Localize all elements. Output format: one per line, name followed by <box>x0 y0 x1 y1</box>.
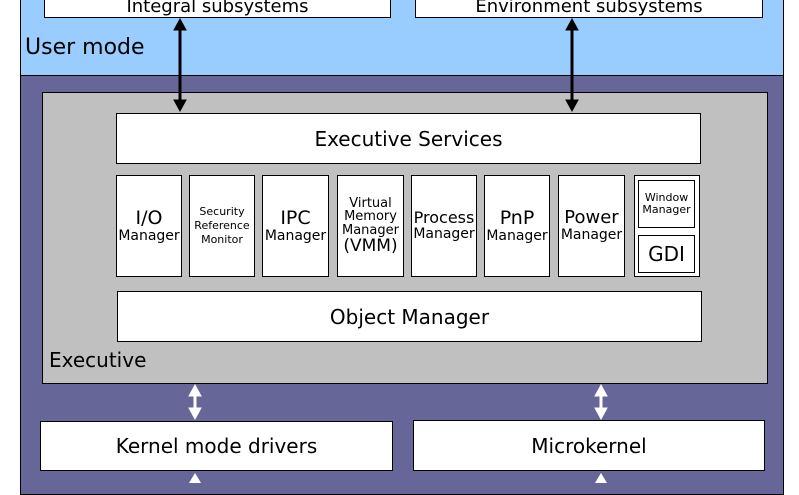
executive-services-box: Executive Services <box>116 113 701 164</box>
ipc-manager-title: IPC <box>280 206 311 229</box>
arrow-microkernel-down <box>595 473 607 483</box>
connector-arrows <box>173 17 608 483</box>
arrow-drivers-down <box>189 473 201 483</box>
arrow-integral-to-services <box>173 17 187 113</box>
integral-subsystems-label: Integral subsystems <box>126 0 309 17</box>
microkernel-box: Microkernel <box>413 420 765 471</box>
vmm-line2: Memory <box>344 209 397 225</box>
security-line2: Reference <box>194 219 250 233</box>
security-line3: Monitor <box>201 232 243 246</box>
security-reference-monitor-box: Security Reference Monitor <box>189 175 255 277</box>
power-manager-box: Power Manager <box>558 175 625 277</box>
arrow-executive-to-microkernel <box>594 383 608 421</box>
window-manager-box: Window Manager <box>638 180 695 228</box>
microkernel-label: Microkernel <box>531 433 647 458</box>
process-manager-subtitle: Manager <box>413 226 475 243</box>
executive-services-label: Executive Services <box>314 126 503 151</box>
integral-subsystems-box: Integral subsystems <box>44 0 391 18</box>
ipc-manager-box: IPC Manager <box>262 175 329 277</box>
gdi-label: GDI <box>648 242 685 266</box>
object-manager-box: Object Manager <box>117 291 702 342</box>
window-manager-line1: Window <box>644 191 689 205</box>
arrow-executive-to-drivers <box>188 383 202 421</box>
environment-subsystems-label: Environment subsystems <box>475 0 703 17</box>
io-manager-box: I/O Manager <box>116 175 182 277</box>
pnp-manager-box: PnP Manager <box>484 175 550 277</box>
security-line1: Security <box>199 205 245 219</box>
pnp-manager-title: PnP <box>499 206 535 229</box>
power-manager-subtitle: Manager <box>560 227 623 244</box>
vmm-line1: Virtual <box>349 195 392 211</box>
object-manager-label: Object Manager <box>329 304 490 329</box>
vmm-box: Virtual Memory Manager (VMM) <box>337 175 404 277</box>
vmm-line4: (VMM) <box>343 235 398 256</box>
environment-subsystems-box: Environment subsystems <box>415 0 763 18</box>
vmm-line3: Manager <box>342 222 399 238</box>
executive-label: Executive <box>49 348 147 372</box>
io-manager-title: I/O <box>135 206 163 229</box>
window-manager-line2: Manager <box>642 203 691 216</box>
user-mode-label: User mode <box>25 35 145 60</box>
process-manager-box: Process Manager <box>411 175 477 277</box>
kernel-mode-drivers-box: Kernel mode drivers <box>40 421 393 471</box>
io-manager-subtitle: Manager <box>118 227 180 244</box>
arrow-environment-to-services <box>565 17 579 113</box>
pnp-manager-subtitle: Manager <box>486 227 548 244</box>
process-manager-title: Process <box>413 208 475 228</box>
kernel-mode-drivers-label: Kernel mode drivers <box>115 434 318 458</box>
power-manager-title: Power <box>564 207 619 229</box>
ipc-manager-subtitle: Manager <box>264 227 327 244</box>
gdi-box: GDI <box>638 235 695 273</box>
